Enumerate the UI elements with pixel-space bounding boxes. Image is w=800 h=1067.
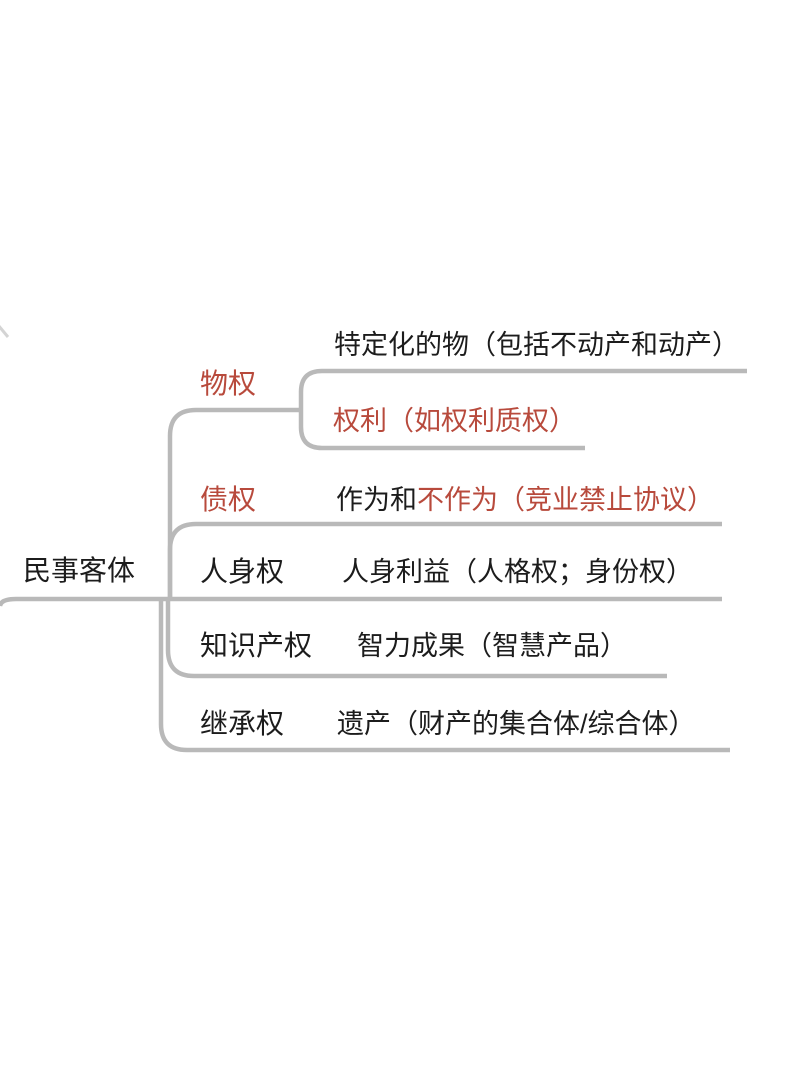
branch-intellectual-property[interactable]: 知识产权 [200, 630, 313, 661]
connector-property-rights-children-bracket [298, 368, 747, 451]
connector-property-rights [167, 407, 301, 601]
connector-inheritance-rights [158, 599, 730, 753]
root-node-civil-objects[interactable]: 民事客体 [23, 555, 136, 586]
leaf-estate[interactable]: 遗产（财产的集合体/综合体） [337, 709, 696, 739]
branch-inheritance-rights[interactable]: 继承权 [200, 708, 285, 739]
branch-creditor-rights[interactable]: 债权 [200, 484, 257, 515]
leaf-act-and-omission[interactable]: 作为和不作为（竞业禁止协议） [336, 484, 714, 516]
connector-intellectual-property [165, 599, 667, 679]
leaf-specified-things[interactable]: 特定化的物（包括不动产和动产） [334, 330, 739, 360]
leaf-act-segment: 作为和 [336, 485, 417, 515]
branch-property-rights[interactable]: 物权 [200, 368, 257, 399]
leaf-personal-interests[interactable]: 人身利益（人格权；身份权） [342, 557, 693, 587]
leaf-rights-as-pledge[interactable]: 权利（如权利质权） [333, 406, 576, 436]
leaf-omission-segment: 不作为（竞业禁止协议） [417, 485, 714, 515]
connector-creditor-rights [167, 521, 722, 601]
cropped-edge-stub [0, 325, 10, 338]
leaf-intellectual-achievements[interactable]: 智力成果（智慧产品） [357, 631, 627, 661]
branch-personal-rights[interactable]: 人身权 [200, 556, 285, 587]
connector-root-and-personal-rights [0, 596, 722, 607]
